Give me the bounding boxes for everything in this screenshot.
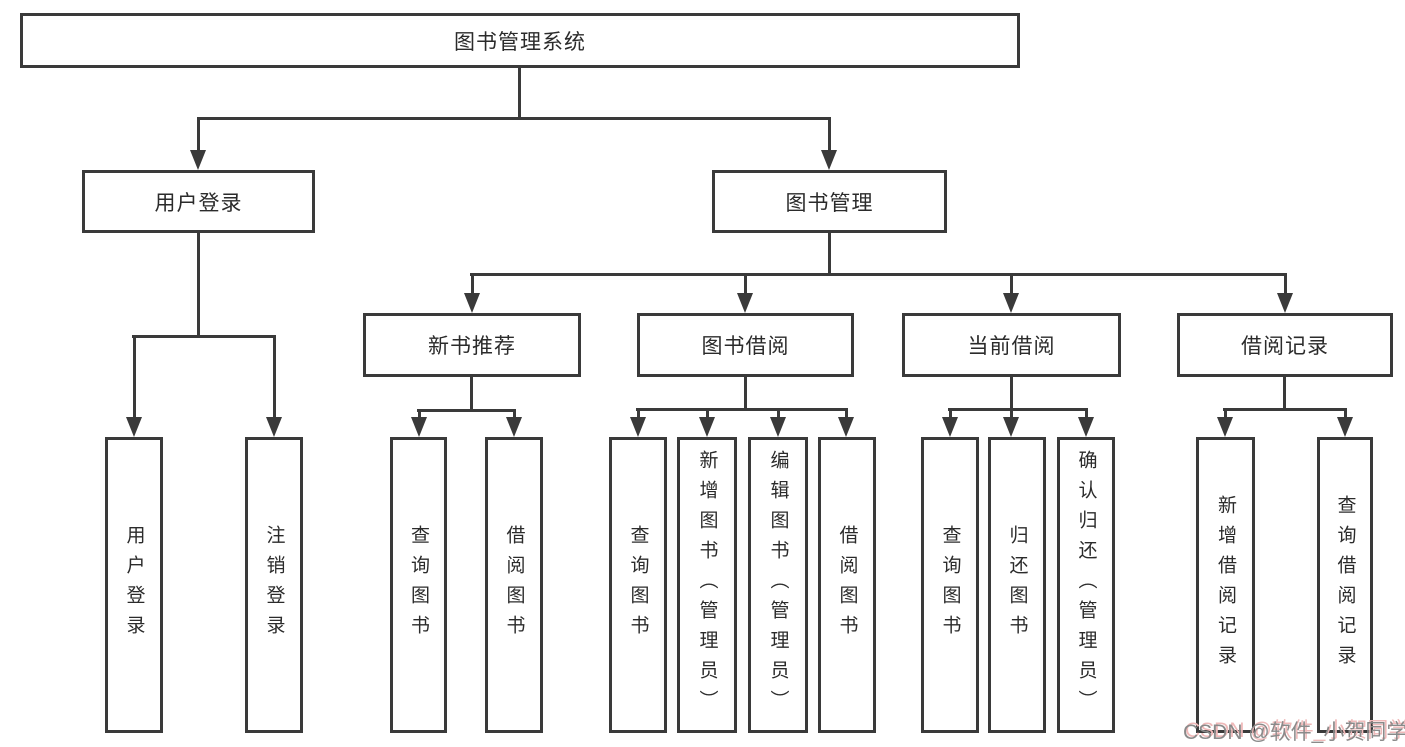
leaf-borrow-book: 借阅图书 bbox=[818, 437, 876, 733]
arrow-to-leaf-edit-book bbox=[770, 408, 786, 437]
connector-current-borrow-rail bbox=[948, 408, 1088, 411]
leaf-add-book-admin: 新增图书（管理员） bbox=[677, 437, 737, 733]
arrow-to-leaf-borrow-book-1 bbox=[506, 409, 522, 437]
arrow-to-leaf-confirm-return bbox=[1078, 408, 1094, 437]
arrow-to-leaf-query-book-2 bbox=[630, 408, 646, 437]
leaf-query-book-recommend: 查询图书 bbox=[390, 437, 447, 733]
arrow-to-new-book-recommend bbox=[464, 273, 480, 313]
leaf-query-book-current: 查询图书 bbox=[921, 437, 979, 733]
node-book-management: 图书管理 bbox=[712, 170, 947, 233]
connector-borrow-records-rail bbox=[1223, 408, 1347, 411]
arrow-to-leaf-user-login bbox=[126, 335, 142, 437]
connector-borrow-records-stem bbox=[1283, 377, 1286, 408]
arrow-to-leaf-query-record bbox=[1337, 408, 1353, 437]
leaf-confirm-return-admin: 确认归还（管理员） bbox=[1057, 437, 1115, 733]
arrow-to-leaf-logout bbox=[266, 335, 282, 437]
arrow-to-leaf-return-book bbox=[1003, 408, 1019, 437]
csdn-watermark: CSDN @软件_小贺同学 bbox=[1183, 721, 1405, 744]
node-borrow-records: 借阅记录 bbox=[1177, 313, 1393, 377]
arrow-to-book-borrow bbox=[737, 273, 753, 313]
connector-book-borrow-rail bbox=[636, 408, 848, 411]
arrow-to-leaf-borrow-book-2 bbox=[838, 408, 854, 437]
node-user-login: 用户登录 bbox=[82, 170, 315, 233]
arrow-to-current-borrow bbox=[1003, 273, 1019, 313]
connector-book-borrow-stem bbox=[744, 377, 747, 408]
arrow-to-user-login bbox=[190, 117, 206, 170]
leaf-add-borrow-record: 新增借阅记录 bbox=[1196, 437, 1255, 733]
connector-user-login-stem bbox=[197, 233, 200, 335]
leaf-edit-book-admin: 编辑图书（管理员） bbox=[748, 437, 808, 733]
arrow-to-leaf-query-book-3 bbox=[942, 408, 958, 437]
leaf-query-book-borrow: 查询图书 bbox=[609, 437, 667, 733]
leaf-return-book: 归还图书 bbox=[988, 437, 1046, 733]
connector-root-stem bbox=[518, 68, 521, 117]
connector-user-login-rail bbox=[132, 335, 276, 338]
node-current-borrow: 当前借阅 bbox=[902, 313, 1121, 377]
node-new-book-recommend: 新书推荐 bbox=[363, 313, 581, 377]
leaf-logout: 注销登录 bbox=[245, 437, 303, 733]
connector-new-book-rail bbox=[417, 409, 516, 412]
connector-new-book-stem bbox=[470, 377, 473, 409]
connector-level2-rail bbox=[197, 117, 831, 120]
connector-current-borrow-stem bbox=[1010, 377, 1013, 408]
leaf-user-login: 用户登录 bbox=[105, 437, 163, 733]
leaf-borrow-book-recommend: 借阅图书 bbox=[485, 437, 543, 733]
connector-book-management-stem bbox=[828, 233, 831, 273]
node-library-management-system: 图书管理系统 bbox=[20, 13, 1020, 68]
node-book-borrow: 图书借阅 bbox=[637, 313, 854, 377]
arrow-to-leaf-query-book-1 bbox=[411, 409, 427, 437]
arrow-to-borrow-records bbox=[1277, 273, 1293, 313]
arrow-to-leaf-add-record bbox=[1217, 408, 1233, 437]
arrow-to-leaf-add-book bbox=[699, 408, 715, 437]
arrow-to-book-management bbox=[821, 117, 837, 170]
leaf-query-borrow-record: 查询借阅记录 bbox=[1317, 437, 1373, 733]
connector-level3-rail bbox=[470, 273, 1286, 276]
